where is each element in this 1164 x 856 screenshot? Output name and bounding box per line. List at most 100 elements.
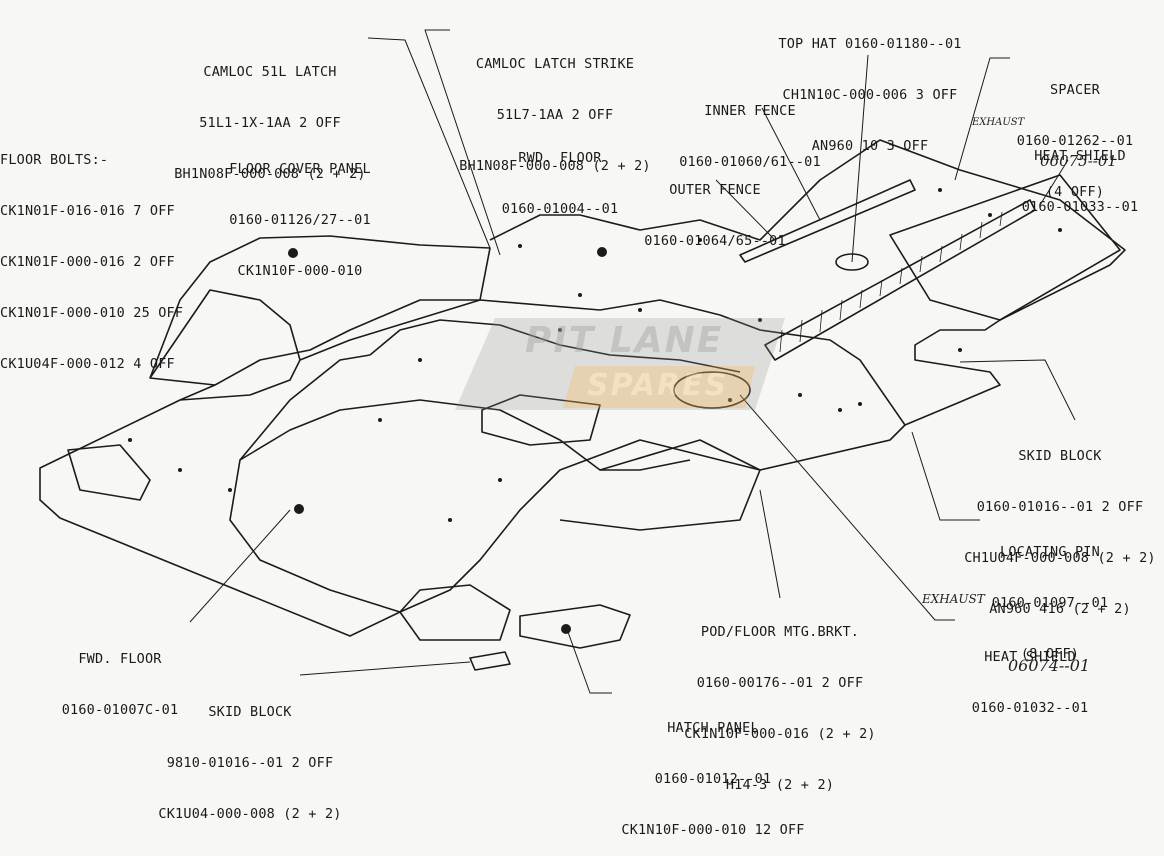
label-line: 0160-01262--01 (1016, 133, 1134, 149)
watermark-line1: PIT LANE (525, 320, 724, 361)
right-ramp (559, 439, 761, 531)
label-line: CK1U04-000-008 (2 + 2) (158, 806, 342, 822)
label-line: AN960 416 (2 + 2) (989, 601, 1131, 617)
label-line: 0160-01033--01 (1021, 199, 1139, 215)
label-line: TOP HAT 0160-01180--01 (778, 36, 962, 52)
label-camloc-strike: CAMLOC LATCH STRIKE 51L7-1AA 2 OFF BH1N0… (445, 22, 665, 192)
handwritten-exhaust-bottom: EXHAUST (922, 592, 985, 606)
label-line: 0160-01064/65--01 (644, 233, 786, 249)
leader-pod-bracket (759, 489, 781, 599)
label-fwd-floor: FWD. FLOOR 0160-01007C-01 (45, 617, 195, 736)
label-top-hat: TOP HAT 0160-01180--01 CH1N10C-000-006 3… (750, 2, 990, 172)
label-line: RWD. FLOOR (518, 150, 602, 166)
top-hat-ring (835, 253, 869, 271)
label-line: BH1N08F-000-008 (2 + 2) (174, 166, 366, 182)
pod-curve (229, 319, 741, 613)
label-line: 0160-01012--01 (654, 771, 772, 787)
label-line: BH1N08F-000-008 (2 + 2) (459, 158, 651, 174)
label-line: 0160-01032--01 (971, 700, 1089, 716)
label-line: 0160-01097--01 (991, 595, 1109, 611)
label-line: SPACER (1050, 82, 1100, 98)
floor-assembly-drawing (39, 29, 1126, 694)
label-line: 0160-01016--01 2 OFF (976, 499, 1144, 515)
label-skid-block-right: SKID BLOCK 0160-01016--01 2 OFF CH1U04F-… (960, 414, 1160, 635)
pit-lane-spares-watermark: PIT LANE SPARES (455, 318, 785, 410)
label-line: AN960 10 3 OFF (811, 138, 929, 154)
access-hatch (481, 394, 601, 446)
label-line: HATCH PANEL (667, 720, 759, 736)
label-skid-block-bottom: SKID BLOCK 9810-01016--01 2 OFF CK1U04-0… (140, 670, 360, 840)
label-line: 51L7-1AA 2 OFF (496, 107, 614, 123)
leader-hatch (567, 631, 612, 694)
leader-heat-shield-top (1039, 159, 1069, 206)
leader-heat-shield-bottom (739, 394, 955, 621)
floor-cover-panel (149, 289, 301, 401)
label-line: 0160-01060/61--01 (679, 154, 821, 170)
leader-outer-fence (715, 179, 776, 241)
label-line: CAMLOC LATCH STRIKE (475, 56, 635, 72)
label-floor-cover-panel: FLOOR COVER PANEL 0160-01126/27--01 CK1N… (210, 127, 390, 297)
label-line: CK1U04F-000-012 4 OFF (0, 356, 175, 372)
label-line: (4 OFF) (1045, 184, 1105, 200)
inner-curve (239, 399, 691, 471)
label-line: CH1U04F-000-008 (2 + 2) (964, 550, 1156, 566)
handwritten-note-top: 06075--01 (1040, 152, 1117, 170)
label-line: 0160-00176--01 2 OFF (696, 675, 864, 691)
rwd-floor-outline (489, 139, 1126, 426)
label-inner-fence: INNER FENCE 0160-01060/61--01 (660, 69, 840, 188)
label-line: FLOOR BOLTS:- (0, 152, 109, 168)
label-line: LOCATING PIN (1000, 544, 1100, 560)
label-heat-shield-top: HEAT SHIELD 0160-01033--01 (1010, 114, 1150, 233)
label-line: FLOOR COVER PANEL (229, 161, 371, 177)
label-line: CK1N10F-000-010 12 OFF (621, 822, 805, 838)
label-line: CK1N01F-000-016 2 OFF (0, 254, 175, 270)
leader-skid-right (959, 359, 1076, 421)
label-outer-fence: OUTER FENCE 0160-01064/65--01 (615, 148, 815, 267)
label-line: CK1N10F-000-010 (237, 263, 363, 279)
leader-skid-bottom (299, 661, 471, 676)
label-line: OUTER FENCE (669, 182, 761, 198)
handwritten-note-bottom: 06074--01 (1008, 656, 1091, 675)
label-line: SKID BLOCK (208, 704, 292, 720)
label-line: HEAT SHIELD (984, 649, 1076, 665)
label-line: CK1N01F-000-010 25 OFF (0, 305, 184, 321)
label-line: 51L1-1X-1AA 2 OFF (199, 115, 341, 131)
label-heat-shield-bottom: HEAT SHIELD 0160-01032--01 (955, 615, 1105, 734)
label-rwd-floor: RWD. FLOOR 0160-01004--01 (490, 116, 630, 235)
pod-block-front (399, 584, 511, 641)
leader-locating-pin (911, 431, 980, 521)
label-line: 0160-01004--01 (501, 201, 619, 217)
label-line: CAMLOC 51L LATCH (203, 64, 337, 80)
handwritten-exhaust-top: EXHAUST (972, 117, 1025, 128)
leader-spacer (954, 57, 1010, 181)
label-line: FWD. FLOOR (78, 651, 162, 667)
leader-inner-fence (761, 107, 821, 221)
leader-camloc-strike (424, 29, 501, 256)
watermark-shape (455, 318, 785, 410)
exhaust-opening (673, 371, 751, 409)
hatch-panel (519, 604, 631, 649)
side-pod-left (149, 235, 491, 386)
outer-fence (739, 179, 916, 263)
label-line: POD/FLOOR MTG.BRKT. (700, 624, 860, 640)
skid-block-bottom (469, 651, 511, 671)
label-line: (8 OFF) (1020, 646, 1080, 662)
label-line: 0160-01007C-01 (61, 702, 179, 718)
watermark-line2: SPARES (587, 368, 729, 403)
label-line: HEAT SHIELD (1034, 148, 1126, 164)
leader-camloc-latch (367, 37, 491, 249)
label-line: 0160-01126/27--01 (229, 212, 371, 228)
label-locating-pin: LOCATING PIN 0160-01097--01 (8 OFF) (975, 510, 1125, 680)
leader-fwd-floor (189, 509, 291, 623)
label-line: CH1N10C-000-006 3 OFF (782, 87, 958, 103)
label-spacer: SPACER 0160-01262--01 (4 OFF) (1010, 48, 1140, 218)
skid-block-left (67, 444, 151, 501)
heat-shield (889, 174, 1121, 321)
label-line: CK1N01F-016-016 7 OFF (0, 203, 175, 219)
label-camloc-latch: CAMLOC 51L LATCH 51L1-1X-1AA 2 OFF BH1N0… (160, 30, 380, 200)
fwd-floor-outline (39, 299, 906, 637)
label-line: SKID BLOCK (1018, 448, 1102, 464)
label-hatch-panel: HATCH PANEL 0160-01012--01 CK1N10F-000-0… (598, 686, 828, 856)
leader-top-hat (851, 54, 869, 263)
label-line: INNER FENCE (704, 103, 796, 119)
